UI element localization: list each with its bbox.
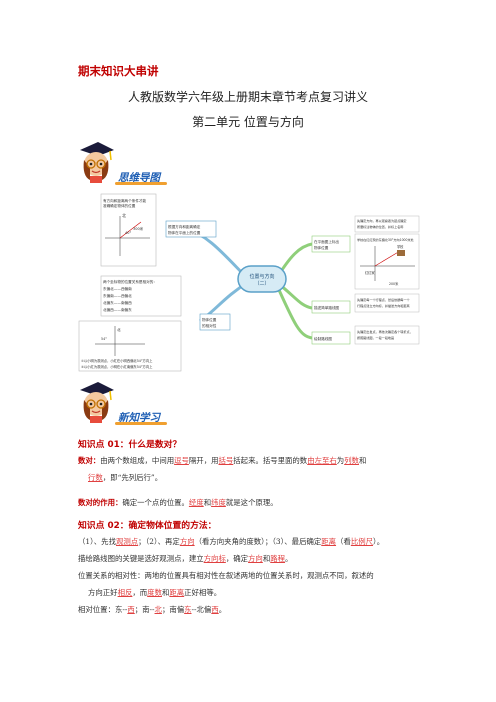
diagram-angle: 40°	[125, 231, 131, 235]
diagram-north: 北	[122, 212, 126, 218]
svg-text:先确定方向，再以观察者为起点确定: 先确定方向，再以观察者为起点确定	[357, 218, 407, 223]
kp1-paragraph-1: 数对：由两个数组成，中间用逗号隔开，用括号括起来。括号里面的数由左至右为列数和 …	[78, 456, 367, 482]
svg-text:两个坐标物的位置关系是相对的：: 两个坐标物的位置关系是相对的：	[103, 279, 157, 284]
kp1-paragraph-2: 数对的作用：确定一个点的位置。经度和纬度就是这个原理。	[78, 498, 278, 507]
svg-text:物体位置: 物体位置	[314, 245, 329, 250]
mind-map: 位置与方向 （二） 有方向和距离两个条件才能 准确确定物体的位置 北 40° 3…	[75, 186, 420, 374]
svg-text:描述简单路线图: 描述简单路线图	[314, 305, 340, 310]
svg-text:有方向和距离两个条件才能: 有方向和距离两个条件才能	[103, 198, 147, 203]
center-node-text: 位置与方向	[249, 273, 274, 280]
kp2-body: （1）、先找观测点；（2）、再定方向（看方向夹角的度数）；（3）、最后确定距离（…	[78, 537, 385, 614]
svg-text:绘制路线图: 绘制路线图	[314, 336, 332, 341]
svg-text:北偏西——南偏东: 北偏西——南偏东	[103, 307, 132, 312]
svg-text:学校在红红家的东偏北30°方向1000米处: 学校在红红家的东偏北30°方向1000米处	[357, 237, 414, 242]
banner-underline-2	[115, 422, 167, 425]
svg-text:（二）: （二）	[254, 281, 269, 287]
series-title: 期末知识大串讲	[78, 64, 159, 78]
svg-text:按照路线图，一段一段地画: 按照路线图，一段一段地画	[357, 335, 394, 340]
svg-text:根据方向和距离确定: 根据方向和距离确定	[168, 224, 201, 229]
svg-text:物体位置: 物体位置	[202, 317, 217, 322]
diagram-house: 红红家	[365, 270, 375, 275]
unit-title: 第二单元 位置与方向	[192, 115, 304, 129]
svg-text:先确定出发点，再依次确定各个转折点，: 先确定出发点，再依次确定各个转折点，	[357, 329, 413, 334]
center-node	[237, 265, 287, 293]
banner-underline	[115, 182, 167, 185]
mindmap-banner: 思维导图	[118, 172, 160, 184]
svg-text:东偏南——西偏北: 东偏南——西偏北	[103, 293, 132, 298]
svg-text:①以小明为观测点，小红在小明西偏北54°方向上: ①以小明为观测点，小红在小明西偏北54°方向上	[81, 358, 153, 363]
svg-text:北偏东——南偏西: 北偏东——南偏西	[103, 300, 132, 305]
diagram-dist1: 300米	[133, 226, 144, 231]
diagram-school: 学校	[397, 244, 404, 249]
svg-text:所要标注物体的位置，并标上名称: 所要标注物体的位置，并标上名称	[357, 224, 403, 229]
svg-text:东偏北——西偏南: 东偏北——西偏南	[103, 286, 132, 291]
svg-text:行程点建立方向标，并描述方向和距离: 行程点建立方向标，并描述方向和距离	[357, 303, 410, 308]
diagram-angle2: 54°	[101, 337, 107, 341]
svg-text:的相对性: 的相对性	[202, 323, 217, 328]
kp2-heading: 知识点 02：确定物体位置的方法：	[78, 521, 217, 531]
diagram-scale: 200米	[389, 281, 399, 286]
mascot-icon	[76, 140, 116, 188]
svg-text:物体在平面上的位置: 物体在平面上的位置	[168, 230, 201, 235]
svg-text:准确确定物体的位置: 准确确定物体的位置	[103, 203, 136, 208]
mascot-icon-2	[76, 380, 116, 428]
svg-text:在平面图上标出: 在平面图上标出	[314, 239, 340, 244]
svg-text:北: 北	[117, 327, 121, 332]
kp1-heading: 知识点 01：什么是数对？	[78, 440, 182, 450]
document-title: 人教版数学六年级上册期末章节考点复习讲义	[127, 90, 368, 104]
svg-text:②以小红为观测点，小明在小红南偏东54°方向上: ②以小红为观测点，小明在小红南偏东54°方向上	[81, 364, 153, 369]
newlearn-banner: 新知学习	[118, 412, 160, 424]
svg-text:先确定每一个行程点，然后依据每一个: 先确定每一个行程点，然后依据每一个	[357, 297, 410, 302]
